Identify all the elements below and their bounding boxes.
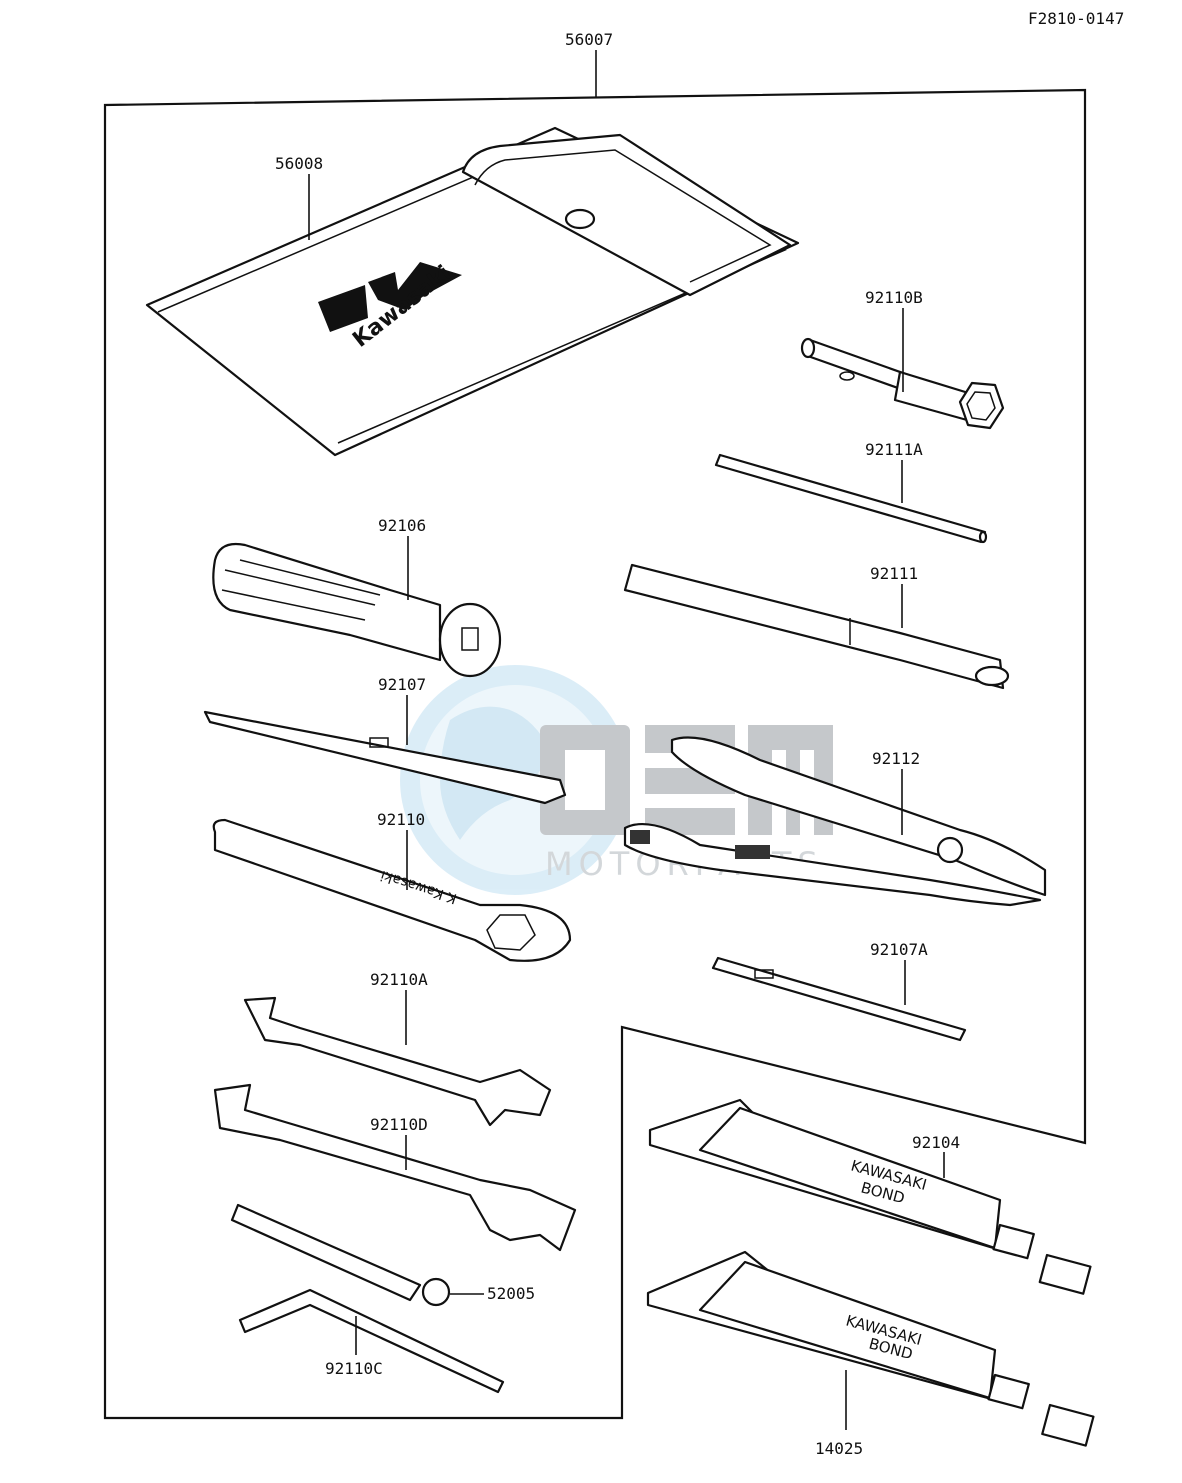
label-92111A: 92111A	[865, 440, 923, 459]
label-92104: 92104	[912, 1133, 960, 1152]
label-52005: 52005	[487, 1284, 535, 1303]
open-end-wrench-a	[243, 996, 552, 1127]
screwdriver-handle	[212, 542, 502, 678]
label-92110C: 92110C	[325, 1359, 383, 1378]
open-end-wrench-d	[213, 1083, 577, 1252]
label-56008: 56008	[275, 154, 323, 173]
label-92110B: 92110B	[865, 288, 923, 307]
bond-tube-2: KAWASAKI BOND	[646, 1250, 1095, 1447]
tool-pouch: Kawasaki	[145, 126, 800, 457]
label-92112: 92112	[872, 749, 920, 768]
plug-wrench	[800, 337, 1005, 430]
label-56007: 56007	[565, 30, 613, 49]
handle-driver	[230, 1203, 451, 1307]
label-14025: 14025	[815, 1439, 863, 1458]
label-92107A: 92107A	[870, 940, 928, 959]
extension-bar	[623, 563, 1010, 690]
label-92110A: 92110A	[370, 970, 428, 989]
label-92106: 92106	[378, 516, 426, 535]
screwdriver-small	[711, 956, 967, 1042]
label-92110D: 92110D	[370, 1115, 428, 1134]
kit-frame	[103, 88, 1087, 1420]
label-92107: 92107	[378, 675, 426, 694]
hex-key	[238, 1288, 505, 1394]
tommy-bar	[714, 453, 988, 544]
label-92110: 92110	[377, 810, 425, 829]
figure-code: F2810-0147	[1028, 9, 1124, 28]
bond-tube-1: KAWASAKI BOND	[648, 1098, 1092, 1295]
label-92111: 92111	[870, 564, 918, 583]
pliers	[623, 736, 1047, 907]
screwdriver	[203, 710, 567, 805]
